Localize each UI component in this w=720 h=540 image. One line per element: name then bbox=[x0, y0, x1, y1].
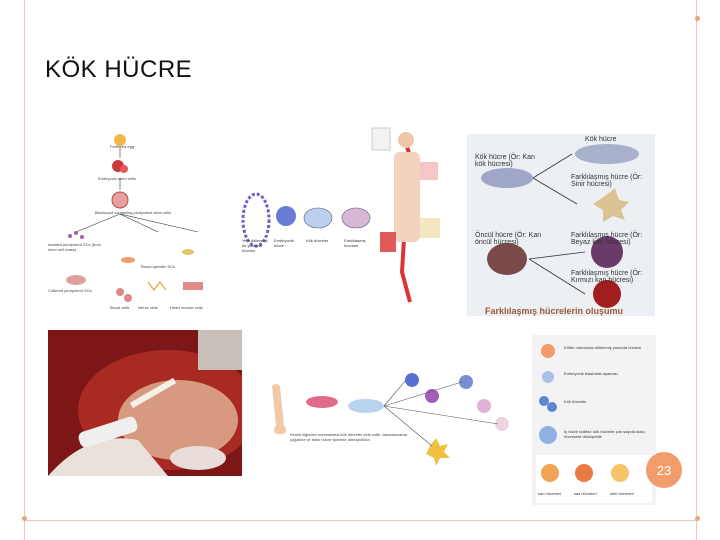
frame-corner-dot bbox=[695, 516, 700, 521]
cell-type-label: Farklılaşmış hücre (Ör: Beyaz kan hücres… bbox=[571, 232, 643, 246]
step-bottom-label: sinir hücreleri bbox=[610, 491, 634, 496]
step-item: İç hücre kütlesi: kök hücreler çok sayıd… bbox=[564, 429, 645, 439]
page-number-badge: 23 bbox=[646, 452, 682, 488]
cell-types-diagram: Kök hücre (Ör: Kan kök hücresi) Öncül hü… bbox=[467, 134, 655, 316]
surgery-photo bbox=[48, 330, 242, 476]
embryo-label: Embryonic stem cells bbox=[98, 176, 136, 181]
embryo-label: Fertilized egg bbox=[110, 144, 135, 149]
steps-graphic bbox=[536, 344, 652, 503]
cell-type-label: Kök hücre (Ör: Kan kök hücresi) bbox=[475, 154, 535, 168]
frame-corner-dot bbox=[695, 16, 700, 21]
bone-marrow-caption: Kemik iliğinden mezenkimal kök hücreler … bbox=[290, 432, 407, 442]
differentiation-step: Kök hücreler bbox=[306, 238, 329, 243]
step-item: Kök hücreler bbox=[564, 399, 587, 404]
differentiation-step: Yeni döllenmiş bir yumurta hücresi bbox=[242, 238, 268, 253]
step-item: Kültür ortamında döllenmiş yumurta hücre… bbox=[564, 345, 642, 350]
bone-marrow-diagram: Kemik iliğinden mezenkimal kök hücreler … bbox=[262, 366, 524, 476]
surgery-photo-graphic bbox=[48, 330, 242, 476]
cell-types-caption: Farklılaşmış hücrelerin oluşumu bbox=[485, 306, 624, 316]
slide-frame bbox=[24, 0, 697, 540]
embryo-diagram-graphic bbox=[66, 134, 203, 302]
embryo-label: Cultured pluripotent SCs bbox=[48, 288, 92, 293]
embryo-label: Tissue-specific SCs bbox=[140, 264, 175, 269]
slide-frame-bottom bbox=[24, 520, 697, 521]
differentiation-step: Farklılaşmış hücreler bbox=[344, 238, 366, 248]
bone-marrow-graphic bbox=[272, 373, 509, 466]
stem-cell-steps-diagram: Kültür ortamında döllenmiş yumurta hücre… bbox=[532, 335, 656, 505]
embryo-label: Blood cells bbox=[110, 305, 130, 310]
frame-corner-dot bbox=[22, 516, 27, 521]
embryo-stem-cell-diagram: Fertilized egg Embryonic stem cells Blas… bbox=[48, 132, 220, 314]
slide-title: KÖK HÜCRE bbox=[45, 56, 193, 83]
step-bottom-label: kan hücreleri bbox=[538, 491, 561, 496]
differentiation-graphic bbox=[241, 127, 440, 303]
step-item: Embriyonik blastosist aşaması bbox=[564, 371, 618, 376]
cell-type-label: Farklılaşmış hücre (Ör: Kırmızı kan hücr… bbox=[571, 270, 643, 284]
embryo-label: Heart muscle cells bbox=[170, 305, 203, 310]
differentiation-body-diagram: Yeni döllenmiş bir yumurta hücresi Embri… bbox=[236, 122, 448, 322]
embryo-label: Nerve cells bbox=[138, 305, 158, 310]
embryo-label: Isolated pluripotent SCs (from inner cel… bbox=[48, 242, 101, 252]
step-bottom-label: kas hücreleri bbox=[574, 491, 597, 496]
cell-type-label: Farklılaşmış hücre (Ör: Sinir hücresi) bbox=[571, 174, 643, 188]
embryo-label: Blastocyst containing pluripotent stem c… bbox=[94, 210, 172, 215]
cell-types-graphic bbox=[481, 144, 639, 308]
differentiation-step: Embriyonik hücre bbox=[274, 238, 294, 248]
cell-type-label: Öncül hücre (Ör: Kan öncül hücresi) bbox=[475, 232, 542, 246]
cell-type-label: Kök hücre bbox=[585, 136, 617, 143]
